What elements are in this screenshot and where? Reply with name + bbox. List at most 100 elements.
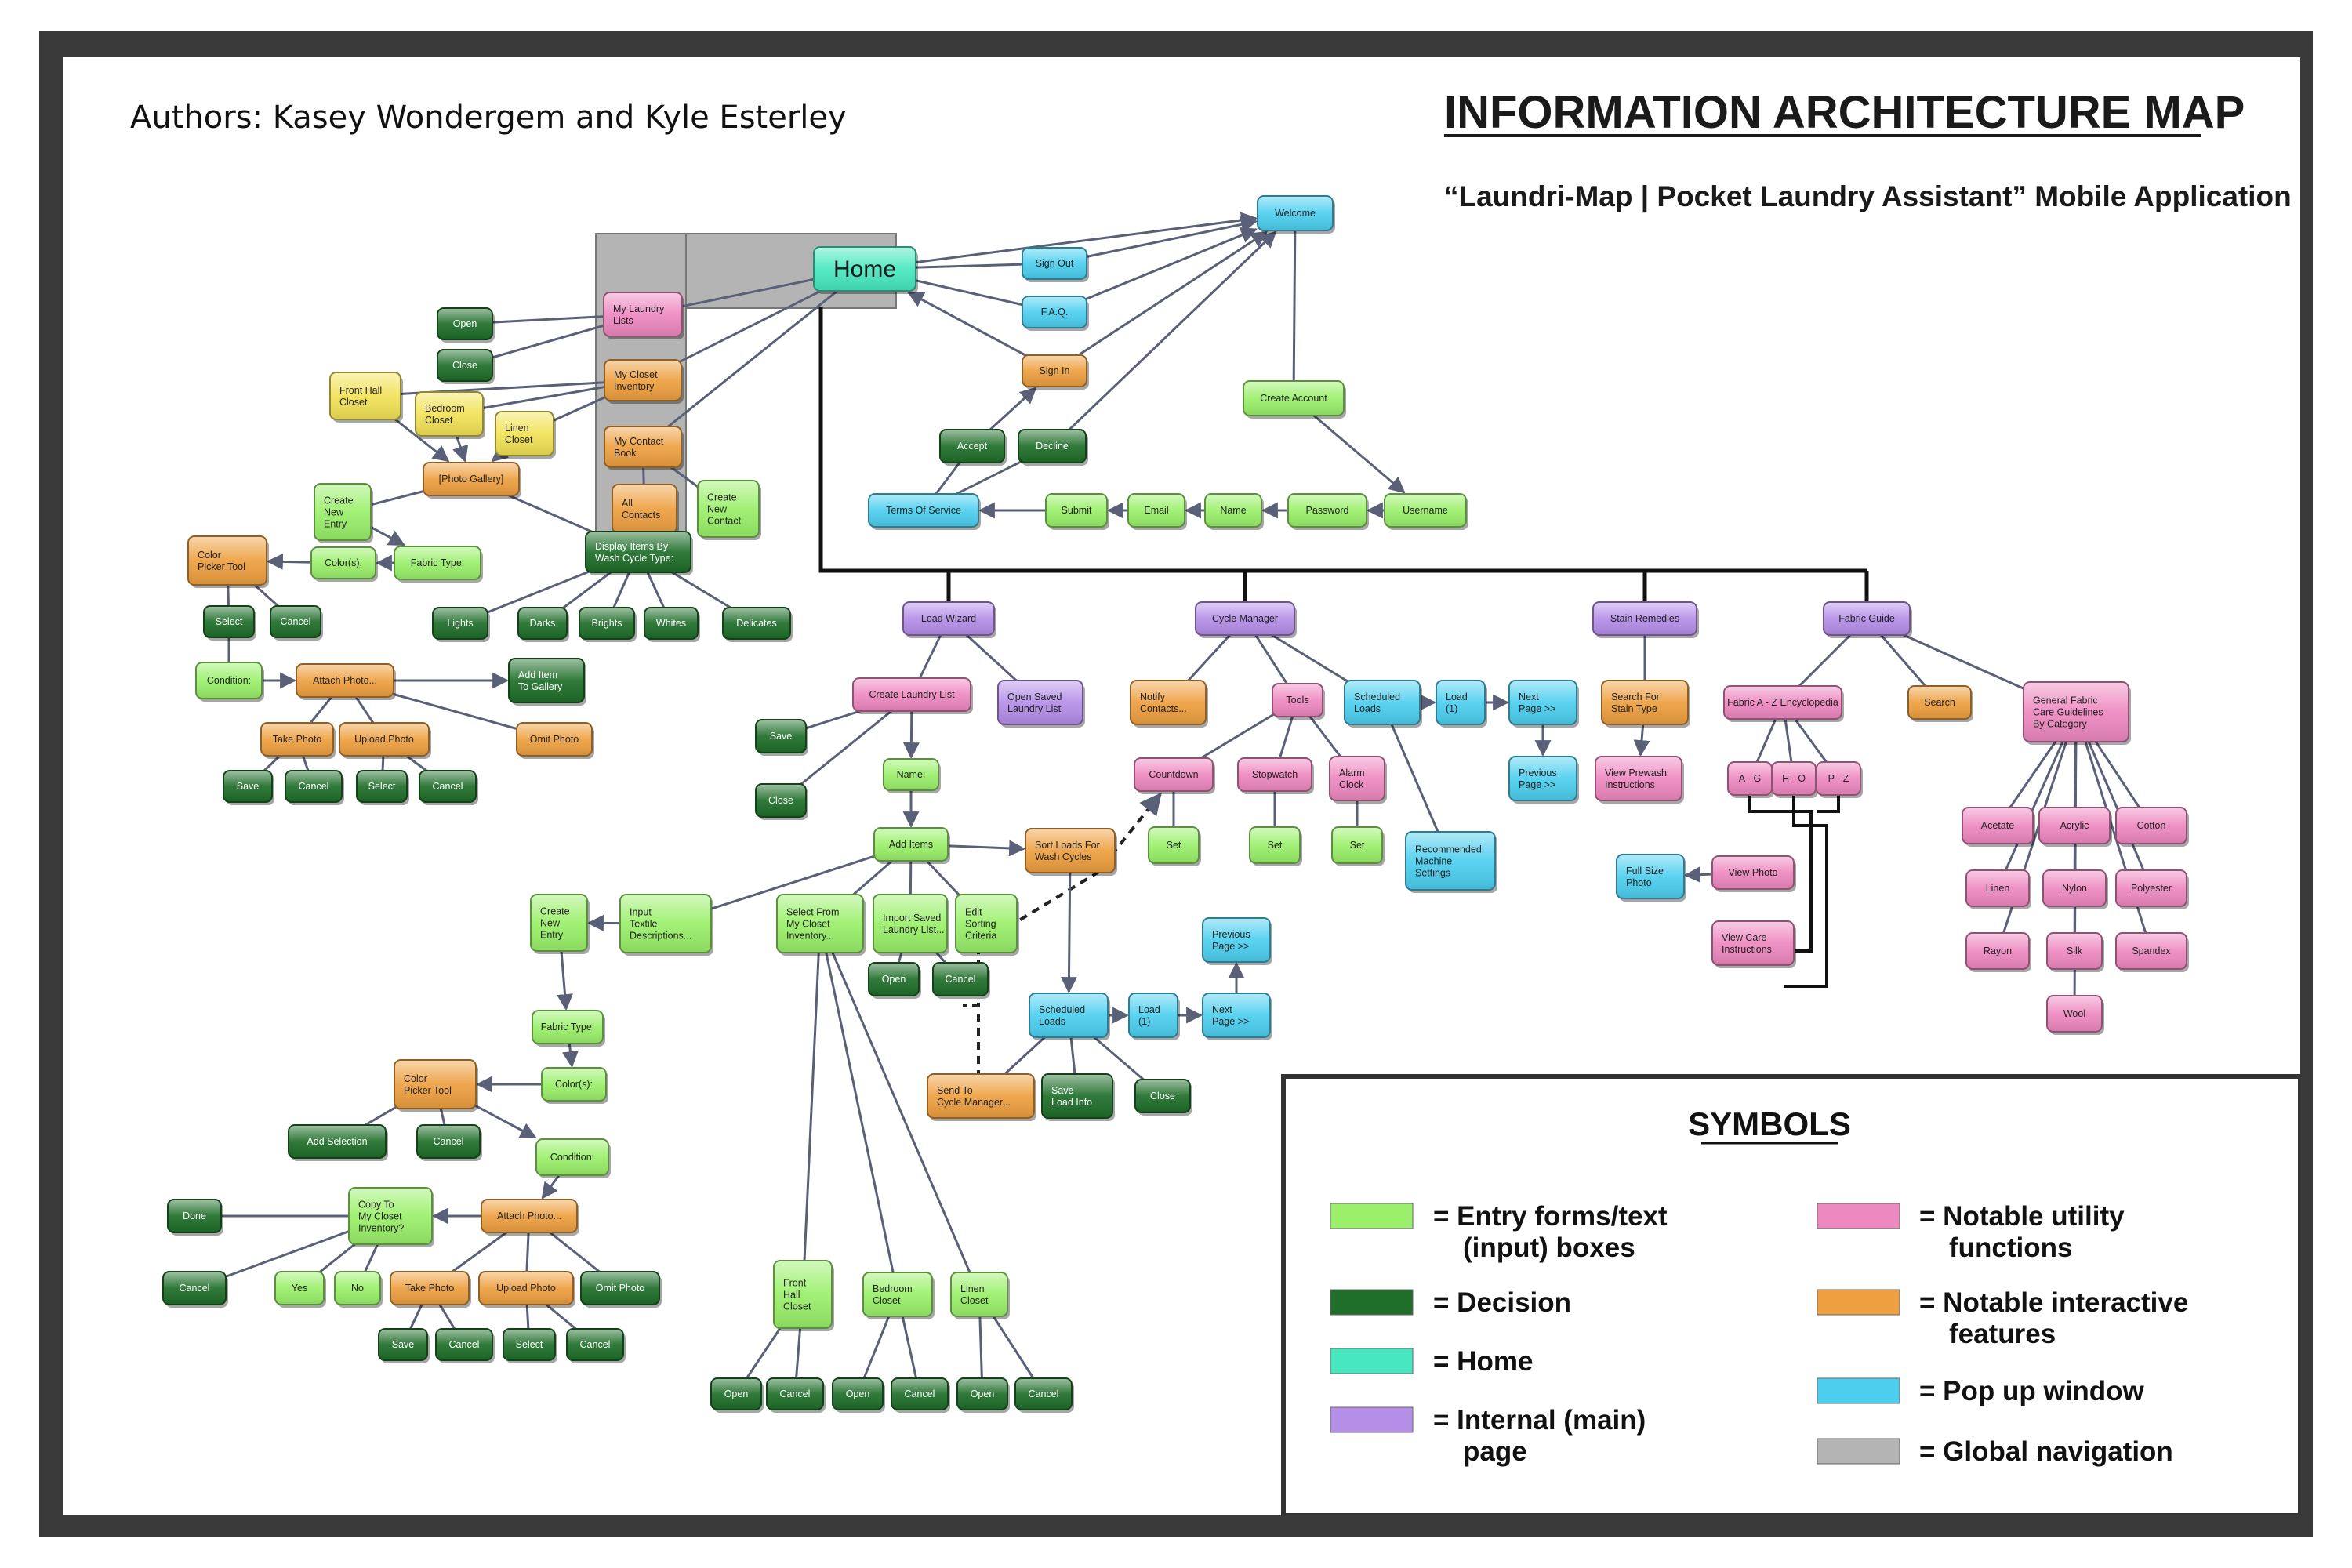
- node-label: My Closet: [358, 1211, 402, 1222]
- node-ho: H - O: [1771, 761, 1818, 798]
- node-label: Done: [183, 1210, 206, 1221]
- node-label: Tools: [1286, 695, 1308, 706]
- node-acetate: Acetate: [1962, 807, 2035, 847]
- node-createacct: Create Account: [1243, 380, 1346, 419]
- node-gloss: [875, 829, 947, 860]
- node-set1: Set: [1148, 826, 1201, 866]
- node-nylon: Nylon: [2042, 869, 2108, 909]
- node-load1: Load(1): [1436, 680, 1487, 728]
- node-label: View Photo: [1728, 867, 1777, 878]
- node-label: Cancel: [780, 1388, 811, 1399]
- node-label: Entry: [540, 930, 564, 941]
- node-label: Save: [1051, 1085, 1074, 1096]
- node-label: New: [540, 918, 561, 929]
- node-select2: Select: [356, 770, 409, 805]
- node-addselection: Add Selection: [288, 1124, 388, 1161]
- node-label: Hall: [783, 1290, 800, 1301]
- node-close1: Close: [437, 349, 495, 384]
- node-colors1: Color(s):: [310, 546, 378, 582]
- node-gloss: [350, 1189, 431, 1243]
- node-gloss: [340, 724, 428, 755]
- node-cancel9: Cancel: [766, 1377, 826, 1413]
- node-label: Copy To: [358, 1200, 394, 1210]
- node-tos: Terms Of Service: [868, 493, 981, 530]
- node-label: Wool: [2063, 1008, 2085, 1019]
- node-label: Criteria: [965, 931, 996, 942]
- node-cotton: Cotton: [2115, 807, 2189, 847]
- node-darks: Darks: [517, 607, 569, 642]
- node-label: General Fabric: [2033, 695, 2098, 706]
- node-gloss: [1345, 681, 1419, 724]
- legend-title: SYMBOLS: [1688, 1105, 1851, 1142]
- node-cancel7: Cancel: [435, 1328, 495, 1363]
- node-label: Cancel: [180, 1283, 210, 1294]
- node-label: Input: [630, 907, 652, 918]
- node-label: Edit: [965, 907, 982, 918]
- node-gloss: [424, 463, 518, 495]
- node-gloss: [2024, 683, 2128, 741]
- node-label: No: [351, 1283, 364, 1294]
- node-gloss: [604, 293, 681, 336]
- node-gloss: [297, 665, 393, 696]
- node-label: Descriptions...: [630, 931, 691, 942]
- node-gloss: [1130, 994, 1177, 1036]
- edge-selectfrom-to-bedroom2: [818, 923, 899, 1295]
- node-gloss: [580, 608, 633, 638]
- node-label: Attach Photo...: [313, 675, 377, 686]
- node-cancel3: Cancel: [419, 770, 478, 805]
- node-label: Close: [1150, 1091, 1175, 1102]
- node-load2: Load(1): [1128, 993, 1180, 1040]
- node-gloss: [2117, 934, 2186, 968]
- edge-mycloset-to-fronthall1: [365, 379, 644, 397]
- node-gloss: [1030, 994, 1107, 1036]
- node-gloss: [1596, 757, 1681, 800]
- node-label: Full Size: [1626, 866, 1664, 877]
- node-label: Sign In: [1040, 365, 1070, 376]
- node-decline: Decline: [1018, 429, 1088, 466]
- node-open2: Open: [868, 962, 921, 999]
- node-label: Lights: [447, 618, 473, 629]
- node-label: Omit Photo: [530, 734, 579, 745]
- node-gloss: [331, 373, 400, 419]
- node-gloss: [864, 1273, 931, 1316]
- node-attachphoto2: Attach Photo...: [481, 1199, 579, 1236]
- node-gloss: [613, 485, 676, 532]
- node-gloss: [517, 724, 591, 755]
- node-search: Search: [1907, 685, 1973, 722]
- node-label: P - Z: [1828, 773, 1849, 784]
- legend-label-entry: = Entry forms/text: [1433, 1201, 1668, 1232]
- node-label: Acrylic: [2060, 820, 2089, 831]
- edge-home-to-welcome: [864, 212, 1258, 270]
- node-gloss: [2117, 871, 2186, 906]
- node-gloss: [1043, 1075, 1112, 1117]
- node-label: Machine: [1415, 856, 1452, 867]
- node-close2: Close: [755, 783, 808, 820]
- page-title: INFORMATION ARCHITECTURE MAP: [1444, 87, 2245, 138]
- node-label: Add Items: [889, 839, 933, 850]
- node-gloss: [395, 1061, 475, 1108]
- node-label: Laundry List: [1007, 703, 1062, 714]
- node-label: Send To: [937, 1085, 973, 1096]
- node-cyclemanager: Cycle Manager: [1195, 601, 1297, 638]
- node-label: Page >>: [1212, 941, 1249, 952]
- node-label: Front: [783, 1278, 807, 1289]
- node-gloss: [645, 608, 697, 638]
- node-label: Welcome: [1275, 208, 1316, 219]
- node-gloss: [1023, 297, 1086, 327]
- node-label: Stain Type: [1611, 703, 1657, 714]
- node-submit: Submit: [1045, 493, 1109, 530]
- node-label: Add Selection: [307, 1136, 367, 1147]
- node-gloss: [869, 495, 978, 526]
- node-label: Wash Cycle Type:: [595, 553, 673, 564]
- node-label: Color: [404, 1073, 427, 1084]
- node-label: Previous: [1519, 768, 1557, 779]
